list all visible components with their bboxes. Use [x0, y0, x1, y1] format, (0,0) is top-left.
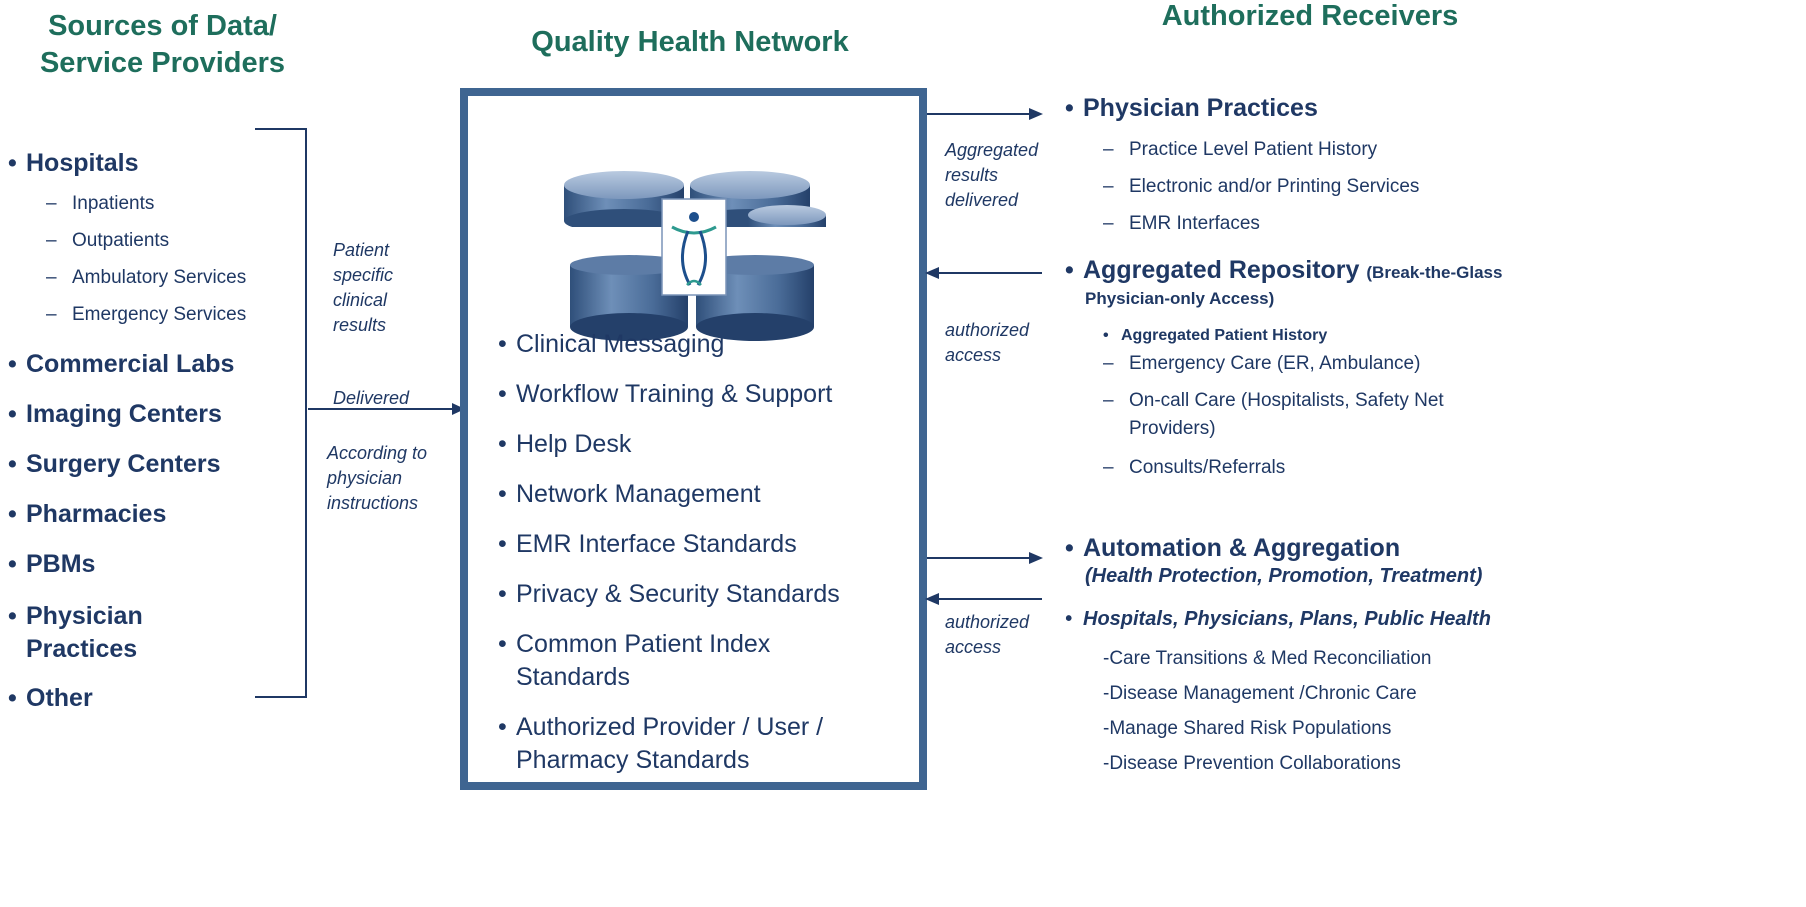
receiver-sub-item: –EMR Interfaces — [1103, 213, 1260, 234]
receivers-header: Authorized Receivers — [1161, 0, 1459, 32]
receiver-automation-subtitle: (Health Protection, Promotion, Treatment… — [1085, 565, 1483, 587]
service-item: •Network Management — [498, 480, 761, 508]
receiver-sub-item: –Electronic and/or Printing Services — [1103, 176, 1420, 197]
note-delivered: Delivered — [333, 388, 410, 408]
delivered-arrow — [308, 403, 465, 415]
receiver-sub-item: –Consults/Referrals — [1103, 457, 1286, 478]
database-cluster-icon — [560, 171, 828, 341]
network-header: Quality Health Network — [531, 26, 849, 58]
note-authorized-access-2: authorized access — [945, 612, 1030, 657]
services-list: •Clinical Messaging •Workflow Training &… — [498, 328, 908, 777]
arrow-from-repository — [925, 267, 1042, 279]
hospital-sub-list: –Inpatients –Outpatients –Ambulatory Ser… — [46, 185, 308, 333]
receiver-repository-bold-item: •Aggregated Patient History — [1103, 327, 1328, 344]
source-pbms: •PBMs — [8, 550, 96, 578]
source-pharmacies: •Pharmacies — [8, 500, 167, 528]
source-hospitals: •Hospitals — [8, 149, 139, 177]
receiver-partners: •Hospitals, Physicians, Plans, Public He… — [1065, 608, 1805, 781]
receiver-repository-qualifier: (Break-the-Glass — [1366, 263, 1503, 282]
service-item: •EMR Interface Standards — [498, 530, 797, 558]
note-patient-specific: Patient specific clinical results — [333, 240, 394, 335]
receiver-partner-item: -Care Transitions & Med Reconciliation — [1103, 648, 1432, 669]
receiver-partner-item: -Manage Shared Risk Populations — [1103, 718, 1392, 739]
service-item: •Clinical Messaging — [498, 330, 725, 358]
source-surgery-centers: •Surgery Centers — [8, 450, 221, 478]
receiver-automation-title: Automation & Aggregation — [1083, 534, 1401, 562]
receiver-repository-qualifier2: Physician-only Access) — [1085, 289, 1275, 308]
hospital-sub-item: –Emergency Services — [46, 304, 247, 325]
service-item: •Authorized Provider / User / Pharmacy S… — [498, 713, 824, 774]
quality-health-network-box — [460, 88, 927, 790]
source-hospitals-label: Hospitals — [26, 149, 139, 177]
service-item: •Common Patient Index Standards — [498, 630, 771, 691]
sources-bracket — [255, 128, 307, 698]
sources-list: •Hospitals –Inpatients –Outpatients –Amb… — [8, 148, 308, 333]
arrow-to-automation — [927, 552, 1043, 564]
sources-header-line2: Service Providers — [39, 47, 286, 79]
source-physician-practices: •Physician Practices — [8, 602, 143, 663]
service-item: •Help Desk — [498, 430, 632, 458]
note-authorized-access-1: authorized access — [945, 320, 1030, 365]
service-item: •Privacy & Security Standards — [498, 580, 840, 608]
service-item: •Workflow Training & Support — [498, 380, 833, 408]
receiver-automation: •Automation & Aggregation (Health Protec… — [1065, 534, 1805, 588]
receiver-partner-item: -Disease Management /Chronic Care — [1103, 683, 1417, 704]
hospital-sub-item: –Outpatients — [46, 230, 170, 251]
source-imaging-centers: •Imaging Centers — [8, 400, 222, 428]
source-commercial-labs: •Commercial Labs — [8, 350, 235, 378]
sources-header: Sources of Data/ Service Providers — [0, 8, 325, 82]
note-aggregated-results: Aggregated results delivered — [945, 140, 1039, 210]
sources-header-line1: Sources of Data/ — [48, 10, 277, 42]
hospital-sub-item: –Inpatients — [46, 193, 155, 214]
receiver-partners-title: Hospitals, Physicians, Plans, Public Hea… — [1083, 608, 1491, 630]
receiver-sub-item: –Emergency Care (ER, Ambulance) — [1103, 353, 1421, 374]
arrow-to-physician-practices — [927, 108, 1043, 120]
receiver-physician-practices: •Physician Practices –Practice Level Pat… — [1065, 94, 1585, 242]
receiver-repository-title: Aggregated Repository — [1083, 256, 1360, 284]
source-other: •Other — [8, 684, 93, 712]
receiver-sub-item: –On-call Care (Hospitalists, Safety Net … — [1103, 390, 1444, 439]
arrow-from-partners — [925, 593, 1042, 605]
health-logo-icon — [671, 212, 717, 286]
receiver-repository: •Aggregated Repository (Break-the-Glass … — [1065, 256, 1805, 483]
hospital-sub-item: –Ambulatory Services — [46, 267, 247, 288]
note-according: According to physician instructions — [327, 443, 428, 513]
receiver-physician-practices-title: Physician Practices — [1083, 94, 1318, 122]
receiver-sub-item: –Practice Level Patient History — [1103, 139, 1378, 160]
receiver-partner-item: -Disease Prevention Collaborations — [1103, 753, 1401, 774]
